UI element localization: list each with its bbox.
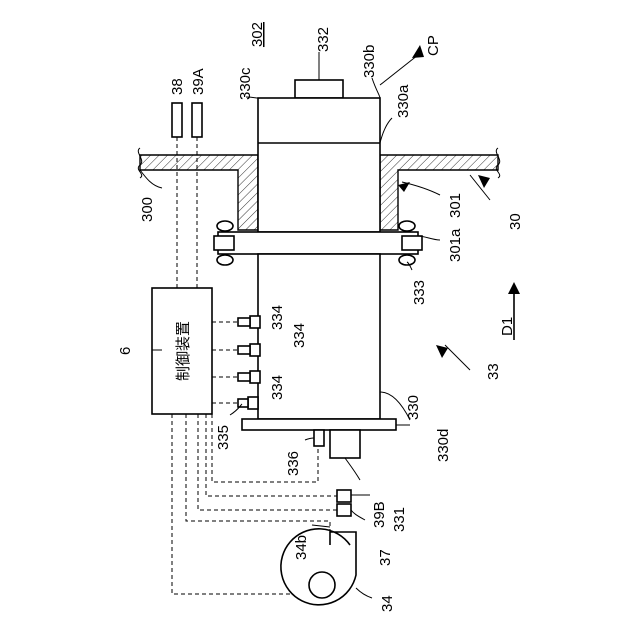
label-37: 37 (377, 549, 394, 566)
ext-device-b (192, 103, 202, 137)
label-CP: CP (425, 35, 442, 56)
label-33: 33 (485, 363, 502, 380)
label-330b: 330b (361, 45, 378, 78)
label-38: 38 (169, 78, 186, 95)
label-331: 331 (391, 507, 408, 532)
label-34: 34 (379, 595, 396, 612)
label-302: 302 (249, 22, 266, 47)
label-D1: D1 (499, 317, 516, 336)
bottom-sensor (314, 430, 324, 446)
top-fitting (295, 80, 343, 98)
controller-box: 制御装置 (152, 288, 212, 414)
label-336: 336 (285, 451, 302, 476)
valve-upper (337, 490, 351, 502)
label-39A: 39A (190, 68, 207, 95)
label-330: 330 (405, 395, 422, 420)
ext-device-a (172, 103, 182, 137)
label-34b: 34b (293, 535, 310, 560)
label-330c: 330c (237, 67, 254, 100)
label-39B: 39B (371, 501, 388, 528)
vessel-upper (258, 98, 380, 232)
label-334-c: 334 (269, 375, 286, 400)
label-334-b: 334 (291, 323, 308, 348)
label-332: 332 (315, 27, 332, 52)
label-335: 335 (215, 425, 232, 450)
outlet-pipe (330, 430, 360, 458)
label-330a: 330a (395, 84, 412, 118)
label-30: 30 (507, 213, 524, 230)
label-334-a: 334 (269, 305, 286, 330)
controller-label: 制御装置 (174, 321, 192, 381)
side-sensors (238, 316, 260, 409)
label-6: 6 (117, 347, 134, 355)
label-333: 333 (411, 280, 428, 305)
bottom-flange (242, 419, 396, 430)
label-301a: 301a (447, 228, 464, 262)
label-330d: 330d (435, 429, 452, 462)
label-301: 301 (447, 193, 464, 218)
label-300: 300 (139, 197, 156, 222)
valve-lower (337, 504, 351, 516)
